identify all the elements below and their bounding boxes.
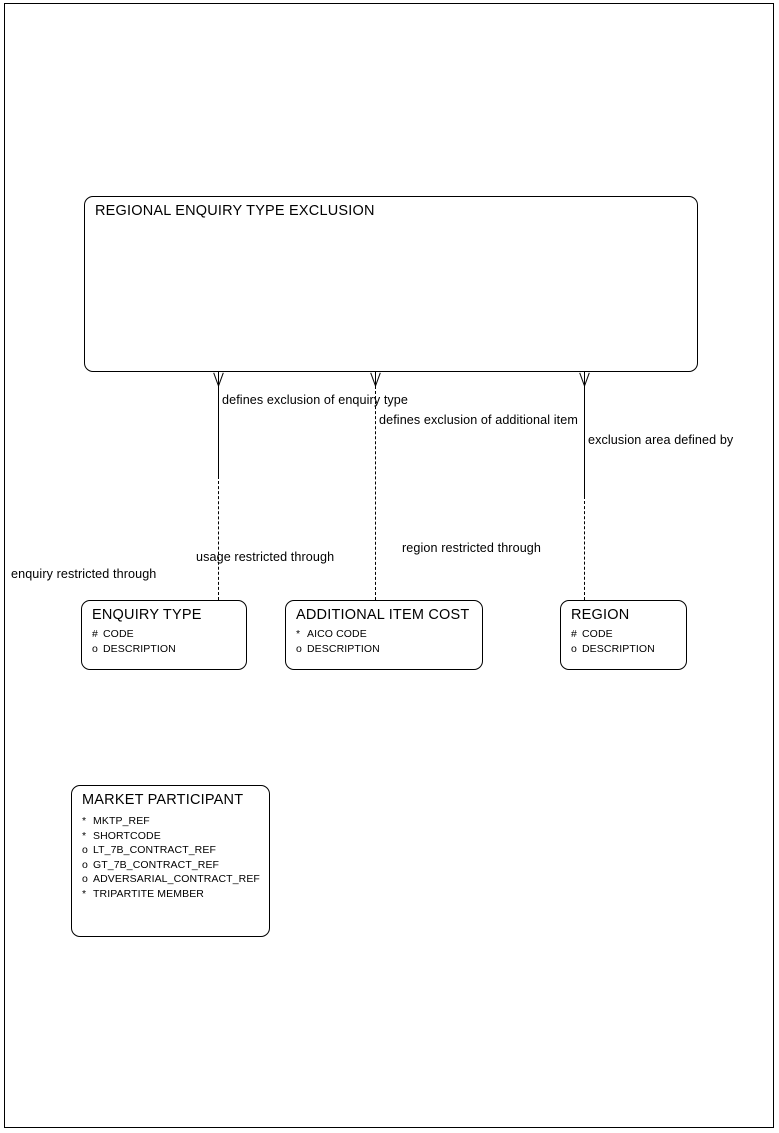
attribute-marker: o (92, 642, 98, 655)
attribute-row: o LT_7B_CONTRACT_REF (82, 843, 269, 858)
attribute-label: GT_7B_CONTRACT_REF (93, 858, 220, 871)
relationship-label-exclusion-area-defined-by: exclusion area defined by (588, 433, 734, 447)
page-border (4, 3, 774, 1128)
relationship-label-defines-exclusion-of-enquiry-type: defines exclusion of enquiry type (222, 393, 409, 407)
attribute-list: * AICO CODE o DESCRIPTION (296, 627, 482, 656)
attribute-row: o DESCRIPTION (296, 642, 482, 657)
attribute-row: * AICO CODE (296, 627, 482, 642)
attribute-row: o GT_7B_CONTRACT_REF (82, 858, 269, 873)
entity-additional-item-cost[interactable]: ADDITIONAL ITEM COST * AICO CODE o DESCRIP… (285, 600, 483, 670)
attribute-label: DESCRIPTION (307, 642, 380, 655)
attribute-marker: o (296, 642, 302, 655)
connector-enquiry-type-solid (218, 386, 219, 476)
attribute-label: CODE (103, 628, 134, 640)
attribute-label: SHORTCODE (93, 829, 161, 842)
attribute-label: TRIPARTITE MEMBER (93, 887, 204, 900)
crows-foot-enquiry-type (211, 372, 226, 387)
attribute-row: # CODE (571, 627, 686, 642)
attribute-label: AICO CODE (307, 628, 367, 640)
attribute-marker: # (92, 628, 98, 640)
entity-title: MARKET PARTICIPANT (82, 792, 244, 808)
attribute-list: # CODE o DESCRIPTION (571, 627, 686, 656)
attribute-label: DESCRIPTION (582, 642, 655, 655)
attribute-label: ADVERSARIAL_CONTRACT_REF (93, 873, 260, 886)
attribute-list: # CODE o DESCRIPTION (92, 627, 246, 656)
attribute-marker: * (82, 829, 87, 842)
attribute-list: * MKTP_REF * SHORTCODE o LT_7B_CONTRACT_REF… (82, 814, 269, 902)
entity-title: ENQUIRY TYPE (92, 607, 202, 623)
relationship-label-enquiry-restricted-through: enquiry restricted through (11, 567, 157, 581)
attribute-marker: o (82, 858, 88, 871)
relationship-label-region-restricted-through: region restricted through (402, 541, 542, 555)
connector-enquiry-type-dashed (218, 476, 219, 600)
crows-foot-additional-item-cost (368, 372, 383, 387)
attribute-label: LT_7B_CONTRACT_REF (93, 844, 216, 857)
entity-market-participant[interactable]: MARKET PARTICIPANT * MKTP_REF * SHORTCODE … (71, 785, 270, 937)
attribute-marker: * (82, 887, 87, 900)
attribute-label: DESCRIPTION (103, 642, 176, 655)
attribute-marker: # (571, 628, 577, 640)
entity-regional-enquiry-type-exclusion[interactable]: REGIONAL ENQUIRY TYPE EXCLUSION (84, 196, 698, 372)
attribute-row: o DESCRIPTION (571, 642, 686, 657)
connector-region-dashed (584, 496, 585, 600)
attribute-label: CODE (582, 628, 613, 640)
entity-enquiry-type[interactable]: ENQUIRY TYPE # CODE o DESCRIPTION (81, 600, 247, 670)
attribute-marker: * (82, 815, 87, 827)
crows-foot-region (577, 372, 592, 387)
relationship-label-defines-exclusion-of-additional-item: defines exclusion of additional item (379, 413, 578, 427)
attribute-row: * MKTP_REF (82, 814, 269, 829)
attribute-label: MKTP_REF (93, 815, 150, 827)
entity-title: REGION (571, 607, 630, 623)
entity-title: REGIONAL ENQUIRY TYPE EXCLUSION (95, 203, 375, 219)
attribute-row: o ADVERSARIAL_CONTRACT_REF (82, 872, 269, 887)
relationship-label-usage-restricted-through: usage restricted through (196, 550, 335, 564)
attribute-row: * TRIPARTITE MEMBER (82, 887, 269, 902)
connector-region-solid (584, 386, 585, 496)
entity-region[interactable]: REGION # CODE o DESCRIPTION (560, 600, 687, 670)
attribute-marker: o (571, 642, 577, 655)
attribute-marker: o (82, 873, 88, 886)
attribute-row: o DESCRIPTION (92, 642, 246, 657)
connector-additional-item-cost-dashed (375, 386, 376, 600)
attribute-marker: * (296, 628, 301, 640)
attribute-row: # CODE (92, 627, 246, 642)
attribute-marker: o (82, 844, 88, 857)
entity-title: ADDITIONAL ITEM COST (296, 607, 470, 623)
attribute-row: * SHORTCODE (82, 829, 269, 844)
